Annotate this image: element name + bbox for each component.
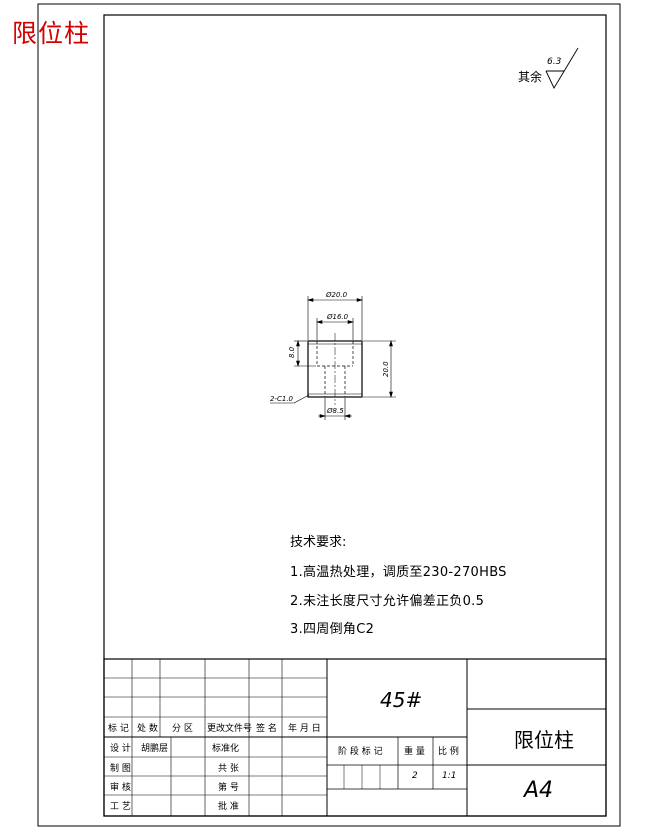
tb-label-approve: 批 准: [218, 802, 239, 812]
tb-label-weight: 重 量: [404, 747, 425, 757]
tb-label-sheet-no: 第 号: [218, 783, 239, 793]
tb-designer-name: 胡鹏层: [141, 744, 169, 754]
tb-scale-value: 1:1: [442, 771, 457, 781]
tech-requirement-item: 1.高温热处理，调质至230-270HBS: [290, 565, 507, 580]
tb-label-process: 工 艺: [110, 802, 131, 812]
material-label: 45#: [380, 688, 423, 712]
surface-finish-value: 6.3: [547, 57, 562, 67]
tech-requirement-item: 3.四周倒角C2: [290, 622, 375, 637]
surface-finish-symbol: [545, 47, 579, 89]
outer-border: [37, 3, 621, 827]
surface-finish-label: 其余: [518, 70, 543, 84]
inner-frame: [103, 14, 607, 817]
tech-requirement-item: 2.未注长度尺寸允许偏差正负0.5: [290, 594, 485, 609]
part-view: [307, 333, 363, 405]
tb-label-design: 设 计: [110, 744, 131, 754]
tb-label-scale: 比 例: [438, 747, 459, 757]
dimension-texts: Ø20.0 Ø16.0 8.0 20.0 2-C1.0 Ø8.5: [270, 291, 390, 415]
dim-chamfer: 2-C1.0: [270, 395, 294, 403]
tb-weight-value: 2: [412, 771, 418, 781]
title-block-grid: [103, 658, 607, 817]
tech-requirements-title: 技术要求:: [290, 535, 347, 550]
title-block-part-name: 限位柱: [514, 728, 574, 752]
tb-label-mark: 标 记: [108, 724, 129, 734]
tb-label-standardize: 标准化: [212, 744, 240, 754]
dim-counterbore-dia: Ø16.0: [326, 313, 349, 321]
tb-label-count: 处 数: [137, 724, 158, 734]
sheet-format: A4: [524, 778, 554, 803]
tb-label-sign: 签 名: [256, 724, 277, 734]
tb-label-draw: 制 图: [110, 764, 131, 774]
tb-label-date: 年 月 日: [288, 724, 321, 734]
tb-label-audit: 审 核: [110, 783, 131, 793]
dim-outer-dia: Ø20.0: [325, 291, 348, 299]
part-name-red: 限位柱: [12, 19, 91, 48]
dim-hole-dia: Ø8.5: [326, 407, 344, 415]
tb-label-change-doc: 更改文件号: [207, 724, 253, 734]
tb-label-stage-mark: 阶 段 标 记: [338, 747, 383, 757]
dimension-lines: [270, 296, 396, 420]
dim-counterbore-depth: 8.0: [288, 346, 296, 358]
dim-height: 20.0: [382, 361, 390, 377]
tb-label-zone: 分 区: [172, 724, 193, 734]
tb-label-count-check: 共 张: [218, 764, 239, 774]
